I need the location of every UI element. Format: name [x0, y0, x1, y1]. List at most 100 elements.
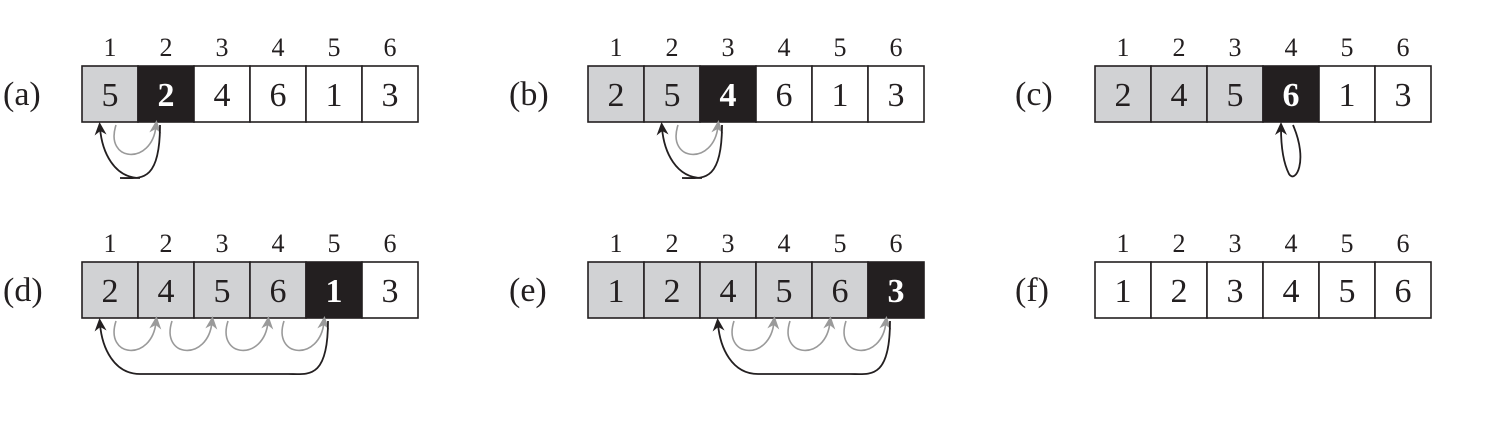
cell-value: 5: [102, 77, 119, 114]
index-label: 6: [384, 33, 397, 62]
key-cell: [699, 65, 757, 123]
array-cell: [811, 261, 869, 319]
array-cell: [867, 65, 925, 123]
index-label: 6: [1397, 33, 1410, 62]
insert-arrow: [712, 318, 891, 376]
index-label: 1: [1117, 33, 1130, 62]
index-label: 4: [778, 229, 791, 258]
insert-arrow: [656, 122, 723, 180]
key-cell: [867, 261, 925, 319]
shift-arrow: [169, 316, 218, 352]
key-value: 4: [720, 77, 737, 114]
array-cell: [1374, 65, 1432, 123]
array-cell: [1318, 261, 1376, 319]
key-value: 6: [1283, 77, 1300, 114]
shift-arrow: [281, 316, 330, 352]
index-label: 2: [666, 229, 679, 258]
array-cell: [361, 65, 419, 123]
panel-label: (c): [1015, 76, 1053, 113]
insert-arrow: [94, 122, 161, 180]
cell-value: 3: [382, 273, 399, 310]
key-value: 3: [888, 273, 905, 310]
index-label: 4: [272, 33, 285, 62]
array-cell: [1150, 65, 1208, 123]
cell-value: 5: [1339, 273, 1356, 310]
index-label: 3: [216, 33, 229, 62]
cell-value: 6: [776, 77, 793, 114]
panels-layer: (a) 5 1 2 2 4 3 6 4 1 5 3 6 (b) 2 1 5 2 4 3 6 4 1 5 3 6 (c) 2 1 4 2 5 3 6…: [3, 33, 1432, 376]
cell-value: 2: [664, 273, 681, 310]
index-label: 3: [722, 229, 735, 258]
cell-value: 4: [214, 77, 231, 114]
array-cell: [1094, 65, 1152, 123]
array-cell: [587, 65, 645, 123]
cell-value: 4: [1283, 273, 1300, 310]
array-cell: [755, 65, 813, 123]
shift-arrow: [113, 316, 162, 352]
index-label: 1: [104, 33, 117, 62]
index-label: 3: [1229, 33, 1242, 62]
cell-value: 3: [1395, 77, 1412, 114]
index-label: 5: [1341, 229, 1354, 258]
shift-arrow: [675, 120, 724, 156]
cell-value: 6: [270, 77, 287, 114]
key-value: 2: [158, 77, 175, 114]
cell-value: 3: [382, 77, 399, 114]
array-cell: [699, 261, 757, 319]
key-cell: [305, 261, 363, 319]
index-label: 3: [216, 229, 229, 258]
index-label: 1: [610, 229, 623, 258]
panel-label: (a): [3, 76, 41, 113]
index-label: 1: [104, 229, 117, 258]
index-label: 4: [272, 229, 285, 258]
cell-value: 2: [1115, 77, 1132, 114]
index-label: 6: [384, 229, 397, 258]
array-cell: [193, 261, 251, 319]
index-label: 5: [834, 229, 847, 258]
cell-value: 1: [1115, 273, 1132, 310]
array-cell: [81, 261, 139, 319]
cell-value: 5: [1227, 77, 1244, 114]
panel-label: (b): [509, 76, 549, 113]
insert-arrow: [1275, 122, 1302, 178]
key-cell: [1262, 65, 1320, 123]
cell-value: 1: [608, 273, 625, 310]
shift-arrow: [843, 316, 892, 352]
index-label: 2: [666, 33, 679, 62]
index-label: 3: [1229, 229, 1242, 258]
array-cell: [1318, 65, 1376, 123]
panel-label: (d): [3, 272, 43, 309]
index-label: 5: [328, 229, 341, 258]
cell-value: 6: [832, 273, 849, 310]
array-cell: [1094, 261, 1152, 319]
array-cell: [249, 261, 307, 319]
index-label: 3: [722, 33, 735, 62]
cell-value: 1: [832, 77, 849, 114]
cell-value: 1: [326, 77, 343, 114]
index-label: 6: [890, 229, 903, 258]
index-label: 2: [1173, 33, 1186, 62]
insert-arrow: [94, 318, 329, 376]
panel-label: (f): [1015, 272, 1049, 309]
cell-value: 5: [776, 273, 793, 310]
array-cell: [755, 261, 813, 319]
cell-value: 3: [888, 77, 905, 114]
index-label: 1: [1117, 229, 1130, 258]
panel-label: (e): [509, 272, 547, 309]
array-cell: [361, 261, 419, 319]
cell-value: 2: [608, 77, 625, 114]
array-cell: [1374, 261, 1432, 319]
array-cell: [137, 261, 195, 319]
index-label: 2: [160, 33, 173, 62]
index-label: 4: [1285, 33, 1298, 62]
index-label: 5: [1341, 33, 1354, 62]
array-cell: [305, 65, 363, 123]
shift-arrow: [225, 316, 274, 352]
index-label: 5: [834, 33, 847, 62]
cell-value: 6: [1395, 273, 1412, 310]
